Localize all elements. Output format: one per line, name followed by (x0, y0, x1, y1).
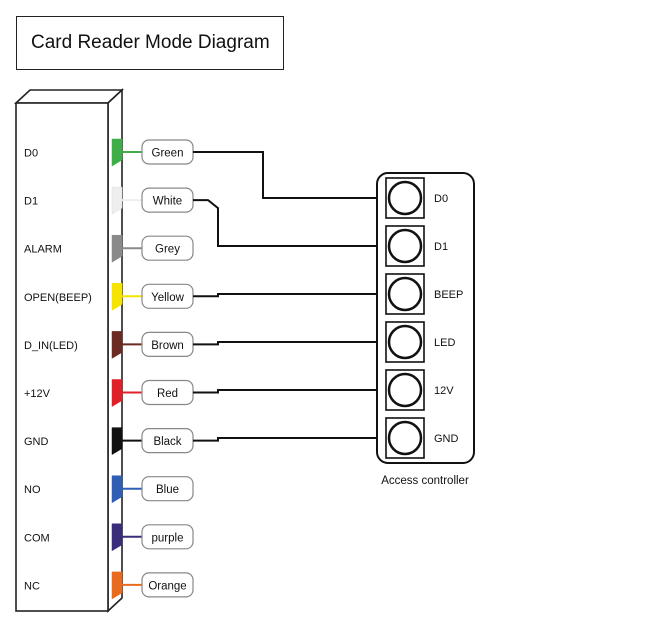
terminal-screw-icon (387, 324, 423, 360)
pin-label: ALARM (24, 244, 62, 256)
wire-name: Blue (156, 484, 179, 496)
terminal-d0: D0 (385, 177, 448, 219)
wire-color-swatch (111, 427, 123, 456)
pin-label: D_IN(LED) (24, 340, 78, 352)
terminal-label: D0 (434, 193, 448, 205)
controller-label: Access controller (381, 475, 469, 487)
wire-name: Yellow (151, 292, 185, 304)
terminal-screw-icon (387, 228, 423, 264)
wire-color-swatch (111, 475, 123, 504)
wire-brown-to-led (193, 341, 386, 346)
terminal-screw-icon (387, 276, 423, 312)
pin-row-nc: NC Orange (24, 571, 194, 600)
terminal-12v: 12V (385, 369, 454, 411)
wire-name: Red (157, 388, 178, 400)
wire-color-swatch (111, 379, 123, 407)
pin-row-com: COM purple (24, 523, 194, 552)
wire-name-tag (141, 524, 194, 550)
pin-label: OPEN(BEEP) (24, 292, 92, 304)
wire-name: Grey (155, 244, 180, 256)
pin-label: NC (24, 580, 40, 592)
pin-label: COM (24, 532, 50, 544)
wire-green-to-d0 (193, 151, 386, 199)
wire-name: White (153, 196, 182, 208)
terminal-label: GND (434, 433, 459, 445)
wire-color-swatch (111, 571, 123, 600)
terminal-label: D1 (434, 241, 448, 253)
wire-black-to-gnd (193, 437, 386, 442)
pin-label: NO (24, 484, 41, 496)
card-reader (13, 88, 125, 613)
pin-label: D0 (24, 148, 38, 160)
wire-name-tag (141, 476, 194, 502)
terminal-label: LED (434, 337, 455, 349)
diagram-title: Card Reader Mode Diagram (16, 16, 284, 70)
wire-connections (193, 151, 386, 442)
wire-yellow-to-beep (193, 293, 386, 298)
pin-row-no: NO Blue (24, 475, 194, 504)
terminal-label: 12V (434, 385, 454, 397)
pin-row-gnd: GND Black (24, 427, 194, 456)
terminal-screw-icon (387, 372, 423, 408)
wire-color-swatch (111, 234, 123, 263)
wire-white-to-d1 (193, 199, 386, 247)
terminal-label: BEEP (434, 289, 463, 301)
wire-name: Black (153, 436, 181, 448)
wire-color-swatch (111, 523, 123, 552)
terminal-gnd: GND (385, 417, 459, 459)
wire-name: Orange (148, 580, 186, 592)
wire-name-tag (141, 235, 194, 261)
terminal-d1: D1 (385, 225, 448, 267)
wire-red-to-12v (193, 389, 386, 394)
wire-color-swatch (111, 138, 123, 167)
wire-color-swatch (111, 331, 123, 359)
pin-label: GND (24, 436, 49, 448)
wire-name: Brown (151, 340, 184, 352)
wire-color-swatch (111, 283, 123, 311)
pin-label: +12V (24, 388, 51, 400)
terminal-led: LED (385, 321, 455, 363)
pin-row-alarm: ALARM Grey (24, 234, 194, 263)
wire-name: Green (152, 148, 184, 160)
pin-label: D1 (24, 196, 38, 208)
reader-top-face (13, 89, 125, 104)
wire-name-tag (141, 572, 194, 598)
terminal-beep: BEEP (385, 273, 463, 315)
wire-name: purple (152, 532, 184, 544)
terminal-screw-icon (387, 420, 423, 456)
reader-front-face (15, 102, 109, 612)
wire-color-swatch (111, 186, 123, 215)
pin-row-d0: D0 Green (24, 138, 194, 167)
pin-row-open-beep: OPEN(BEEP) Yellow (24, 283, 194, 311)
title-text: Card Reader Mode Diagram (31, 32, 270, 53)
terminal-screw-icon (387, 180, 423, 216)
